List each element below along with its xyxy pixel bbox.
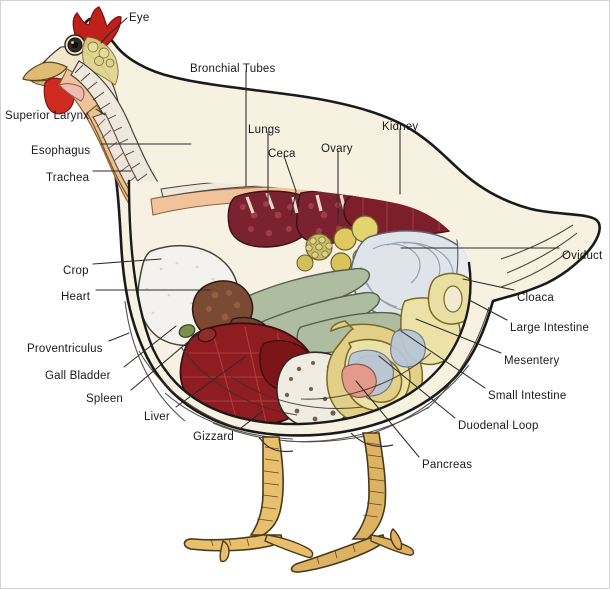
leader-line-superior-larynx — [95, 108, 106, 116]
thigh-contours — [258, 432, 394, 453]
leader-lines-layer — [92, 17, 560, 458]
cavity-outline — [127, 179, 472, 426]
legs-group — [183, 432, 415, 573]
label-bronchial-tubes: Bronchial Tubes — [190, 63, 276, 75]
label-proventriculus: Proventriculus — [27, 343, 103, 355]
label-kidney: Kidney — [382, 121, 419, 133]
beak — [22, 61, 68, 82]
cranium-lobe-2 — [98, 47, 110, 59]
label-trachea: Trachea — [46, 172, 90, 184]
left-scales — [210, 446, 280, 547]
leader-line-pancreas — [355, 380, 420, 458]
label-liver: Liver — [144, 411, 170, 423]
label-superior-larynx: Superior Larynx — [5, 110, 90, 122]
leader-line-mesentery — [415, 318, 502, 354]
larynx — [58, 83, 85, 102]
leader-line-proventriculus — [108, 332, 130, 342]
label-ceca: Ceca — [268, 148, 296, 160]
leader-line-ceca — [283, 155, 297, 217]
label-gizzard: Gizzard — [193, 431, 235, 443]
leader-line-eye — [100, 17, 128, 44]
leader-line-small-intestine — [400, 330, 486, 389]
label-spleen: Spleen — [86, 393, 124, 405]
left-shank — [249, 436, 284, 536]
label-ovary: Ovary — [321, 143, 353, 155]
gall-bladder-organ — [178, 324, 196, 338]
right-shank — [351, 432, 387, 540]
cranium-lobe-3 — [94, 56, 104, 66]
leader-line-large-intestine — [470, 300, 508, 321]
label-large-intestine: Large Intestine — [510, 322, 590, 334]
leader-line-gizzard — [240, 410, 264, 429]
label-esophagus: Esophagus — [31, 145, 91, 157]
label-pancreas: Pancreas — [422, 459, 473, 471]
left-toe-rear — [219, 539, 230, 563]
label-small-intestine: Small Intestine — [488, 390, 567, 402]
label-heart: Heart — [61, 291, 91, 303]
leader-line-spleen — [130, 330, 202, 391]
leader-line-liver — [175, 355, 247, 408]
label-crop: Crop — [63, 265, 89, 277]
spleen-organ — [197, 327, 217, 343]
comb — [72, 6, 122, 50]
right-toe-front — [370, 534, 415, 556]
cranium-lobe-4 — [105, 58, 115, 68]
eye-highlight — [71, 41, 74, 44]
label-cloaca: Cloaca — [517, 292, 554, 304]
right-toe-rear — [389, 528, 403, 551]
cranium-lobe-1 — [87, 41, 99, 53]
label-gall-bladder: Gall Bladder — [45, 370, 111, 382]
leader-line-cloaca — [462, 278, 515, 291]
leader-line-gall-bladder — [123, 325, 177, 368]
label-duodenal-loop: Duodenal Loop — [458, 420, 539, 432]
label-lungs: Lungs — [248, 124, 281, 136]
right-scales — [316, 442, 386, 565]
label-oviduct: Oviduct — [562, 250, 603, 262]
left-toe-front — [264, 534, 314, 559]
pancreas-organ — [341, 363, 377, 398]
label-mesentery: Mesentery — [504, 355, 560, 367]
leader-line-crop — [92, 258, 162, 265]
tail-feathers — [500, 224, 578, 288]
leader-line-duodenal-loop — [378, 355, 456, 419]
label-eye: Eye — [129, 12, 150, 24]
